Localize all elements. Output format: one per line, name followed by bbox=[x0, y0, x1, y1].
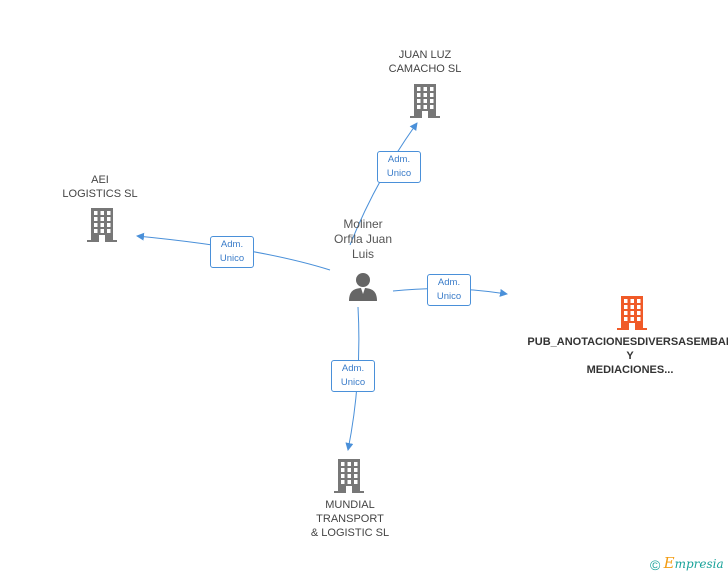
company-name-line: Y bbox=[626, 350, 634, 362]
company-name-line: LOGISTICS SL bbox=[62, 188, 138, 200]
company-name-line: MUNDIAL bbox=[325, 499, 375, 511]
relation-role: Unico bbox=[436, 291, 462, 302]
relation-role: Unico bbox=[219, 253, 245, 264]
brand-logo-text: mpresia bbox=[674, 557, 724, 571]
company-name-line: MEDIACIONES... bbox=[586, 364, 674, 376]
person-name-line: Luis bbox=[351, 247, 374, 261]
person-icon[interactable] bbox=[348, 272, 378, 302]
company-name-line: PUB_ANOTACIONESDIVERSASEMBAL bbox=[527, 336, 728, 348]
company-name-line: CAMACHO SL bbox=[388, 63, 462, 75]
relation-role: Adm. bbox=[220, 239, 244, 250]
company-name-line: TRANSPORT bbox=[316, 513, 384, 525]
relation-label-aei[interactable]: Adm. Unico bbox=[210, 236, 254, 268]
company-name-line: & LOGISTIC SL bbox=[310, 527, 390, 539]
building-icon[interactable] bbox=[616, 296, 648, 330]
relation-role: Adm. bbox=[341, 363, 365, 374]
company-label-juan-luz[interactable]: JUAN LUZ CAMACHO SL bbox=[365, 48, 485, 76]
company-label-pub[interactable]: PUB_ANOTACIONESDIVERSASEMBAL Y MEDIACION… bbox=[505, 335, 728, 377]
copyright-symbol: © bbox=[650, 556, 661, 573]
person-name-line: Orfila Juan bbox=[333, 232, 393, 246]
relation-role: Adm. bbox=[437, 277, 461, 288]
company-name-line: JUAN LUZ bbox=[398, 49, 452, 61]
relation-role: Unico bbox=[386, 168, 412, 179]
person-name-label[interactable]: Moliner Orfila Juan Luis bbox=[318, 217, 408, 262]
relation-role: Unico bbox=[340, 377, 366, 388]
company-label-aei[interactable]: AEI LOGISTICS SL bbox=[40, 173, 160, 201]
brand-watermark: © Empresia bbox=[650, 554, 724, 574]
building-icon[interactable] bbox=[409, 84, 441, 118]
building-icon[interactable] bbox=[86, 208, 118, 242]
relation-role: Adm. bbox=[387, 154, 411, 165]
relation-label-juan-luz[interactable]: Adm. Unico bbox=[377, 151, 421, 183]
building-icon[interactable] bbox=[333, 459, 365, 493]
relation-label-mundial[interactable]: Adm. Unico bbox=[331, 360, 375, 392]
person-name-line: Moliner bbox=[343, 217, 383, 231]
brand-logo-e: E bbox=[663, 554, 675, 572]
company-label-mundial[interactable]: MUNDIAL TRANSPORT & LOGISTIC SL bbox=[290, 498, 410, 540]
company-name-line: AEI bbox=[91, 174, 109, 186]
relation-label-pub[interactable]: Adm. Unico bbox=[427, 274, 471, 306]
